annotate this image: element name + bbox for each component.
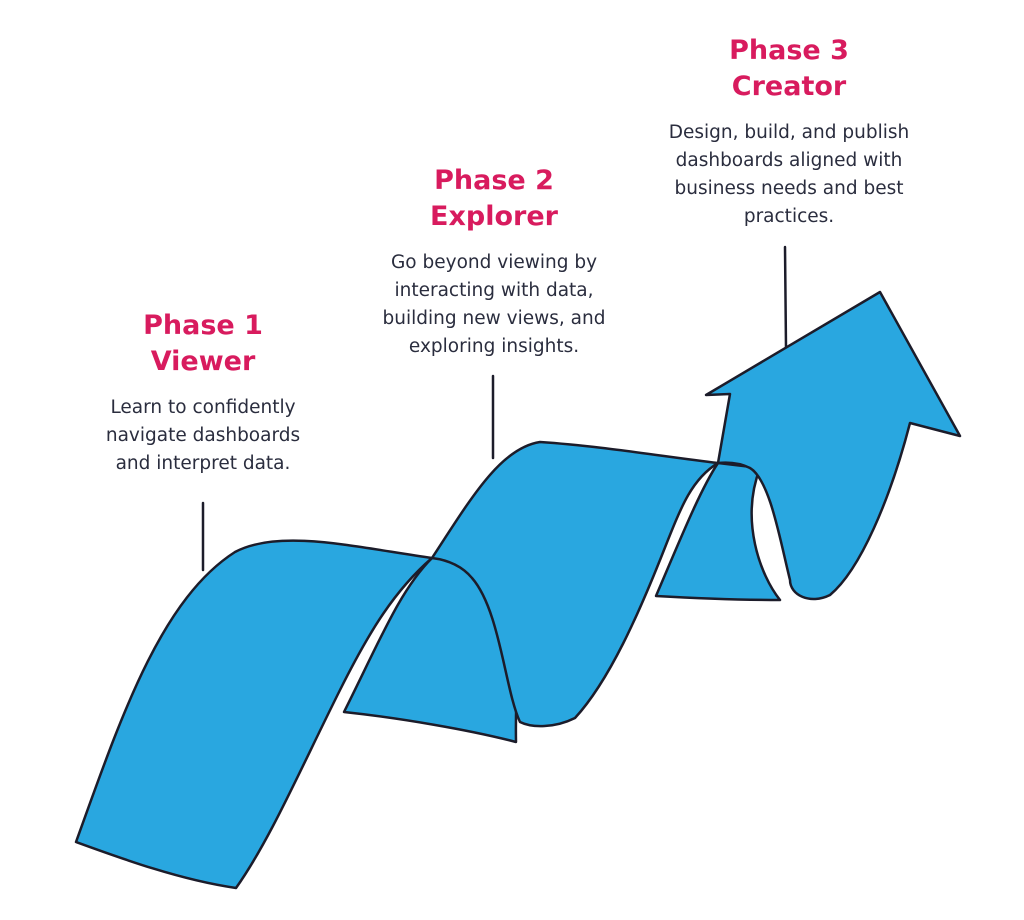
phase-3-desc-line-2: dashboards aligned with [675, 150, 903, 171]
phase-2-title-line-1: Phase 2 [434, 165, 554, 196]
phase-2-block: Phase 2 Explorer Go beyond viewing by in… [348, 163, 640, 361]
phase-2-title-line-2: Explorer [430, 201, 558, 232]
phase-1-desc-line-2: navigate dashboards [105, 425, 301, 446]
phase-3-desc-line-4: practices. [743, 206, 835, 227]
phase-3-pointer-line [783, 245, 788, 350]
phase-1-desc-line-3: and interpret data. [115, 453, 291, 474]
phase-3-title-line-2: Creator [731, 71, 847, 102]
phase-2-desc-line-3: building new views, and [382, 308, 606, 329]
ribbon-segment-1 [74, 539, 434, 890]
phase-1-title-line-2: Viewer [150, 346, 256, 377]
phase-2-desc-line-1: Go beyond viewing by [390, 252, 598, 273]
phase-3-desc-line-1: Design, build, and publish [668, 122, 910, 143]
phase-1-desc-line-1: Learn to confidently [110, 397, 296, 418]
phase-1-block: Phase 1 Viewer Learn to confidently navi… [62, 308, 344, 478]
phase-1-description: Learn to confidently navigate dashboards… [62, 394, 344, 478]
ribbon-back-panel-2 [654, 461, 782, 602]
phase-2-title: Phase 2 Explorer [348, 163, 640, 235]
phase-2-description: Go beyond viewing by interacting with da… [348, 249, 640, 361]
phase-2-desc-line-4: exploring insights. [408, 336, 580, 357]
phase-1-title-line-1: Phase 1 [143, 310, 263, 341]
phase-3-title-line-1: Phase 3 [729, 35, 849, 66]
phase-3-block: Phase 3 Creator Design, build, and publi… [636, 33, 942, 231]
ribbon-segment-2 [430, 440, 720, 728]
phase-1-title: Phase 1 Viewer [62, 308, 344, 380]
phase-2-desc-line-2: interacting with data, [394, 280, 594, 301]
phase-3-desc-line-3: business needs and best [674, 178, 904, 199]
phase-3-title: Phase 3 Creator [636, 33, 942, 105]
phase-3-description: Design, build, and publish dashboards al… [636, 119, 942, 231]
ribbon-arrow-head [704, 290, 962, 601]
